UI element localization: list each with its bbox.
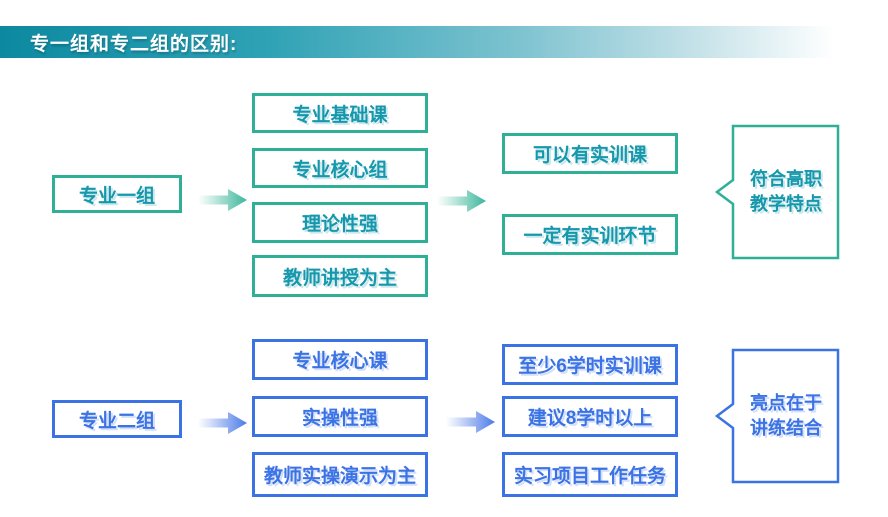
callout-line: 符合高职	[750, 168, 822, 189]
group2-outcome-box: 实习项目工作任务	[502, 452, 678, 497]
group1-outcome-box: 可以有实训课	[502, 133, 678, 174]
arrow-right-icon	[198, 412, 247, 434]
group1-callout-text: 符合高职 教学特点	[733, 124, 839, 260]
header-banner: 专一组和专二组的区别:	[0, 26, 888, 58]
group2-callout-text: 亮点在于 讲练结合	[733, 348, 839, 484]
group2-item-box: 实操性强	[252, 396, 428, 437]
group1-item-box: 专业核心组	[252, 148, 428, 188]
group1-item-box: 理论性强	[252, 202, 428, 243]
group1-callout: 符合高职 教学特点	[714, 124, 841, 260]
group1-item-box: 专业基础课	[252, 93, 428, 133]
group2-name-box: 专业二组	[52, 400, 182, 438]
callout-shape-icon	[714, 348, 840, 484]
callout-shape-icon	[714, 124, 840, 260]
callout-line: 讲练结合	[750, 418, 822, 438]
group2-item-box: 教师实操演示为主	[252, 452, 428, 497]
arrow-right-icon	[446, 411, 495, 433]
callout-line: 教学特点	[750, 194, 822, 214]
group2-item-box: 专业核心课	[252, 339, 428, 380]
page-title: 专一组和专二组的区别:	[30, 33, 238, 55]
group2-outcome-box: 至少6学时实训课	[502, 344, 678, 385]
arrow-right-icon	[198, 189, 247, 211]
group2-outcome-box: 建议8学时以上	[502, 396, 678, 437]
group1-item-box: 教师讲授为主	[252, 255, 428, 297]
arrow-right-icon	[437, 190, 486, 212]
callout-line: 亮点在于	[750, 392, 822, 413]
group1-outcome-box: 一定有实训环节	[502, 214, 678, 255]
group2-callout: 亮点在于 讲练结合	[714, 348, 841, 484]
group1-name-box: 专业一组	[52, 175, 182, 213]
